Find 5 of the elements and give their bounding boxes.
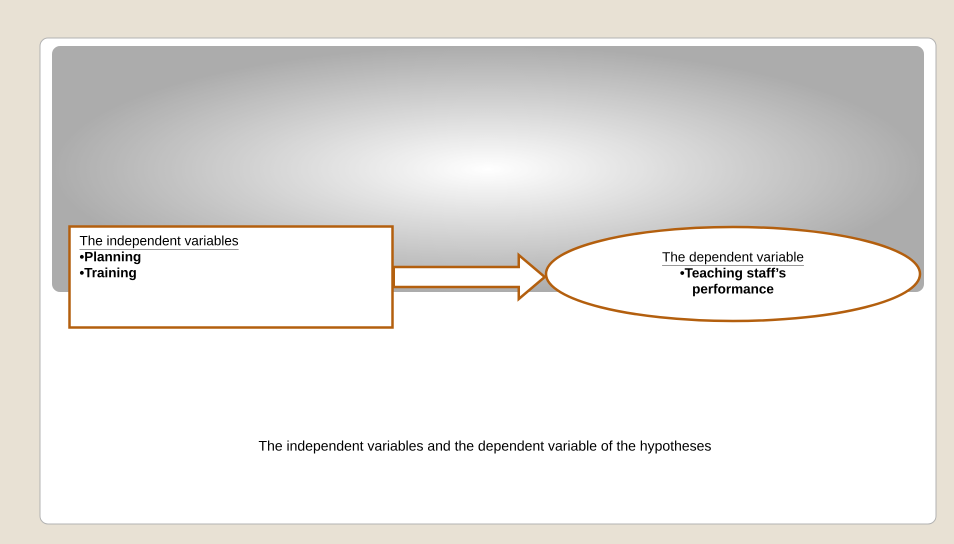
variables-box: The independent variables •Planning •Training	[68, 225, 394, 329]
arrow	[392, 252, 547, 302]
caption: The independent variables and the dependent variable of the hypotheses	[258, 440, 711, 454]
node-label: The dependent variable	[662, 252, 804, 264]
node-label: •Teaching staff’s performance	[680, 268, 786, 296]
